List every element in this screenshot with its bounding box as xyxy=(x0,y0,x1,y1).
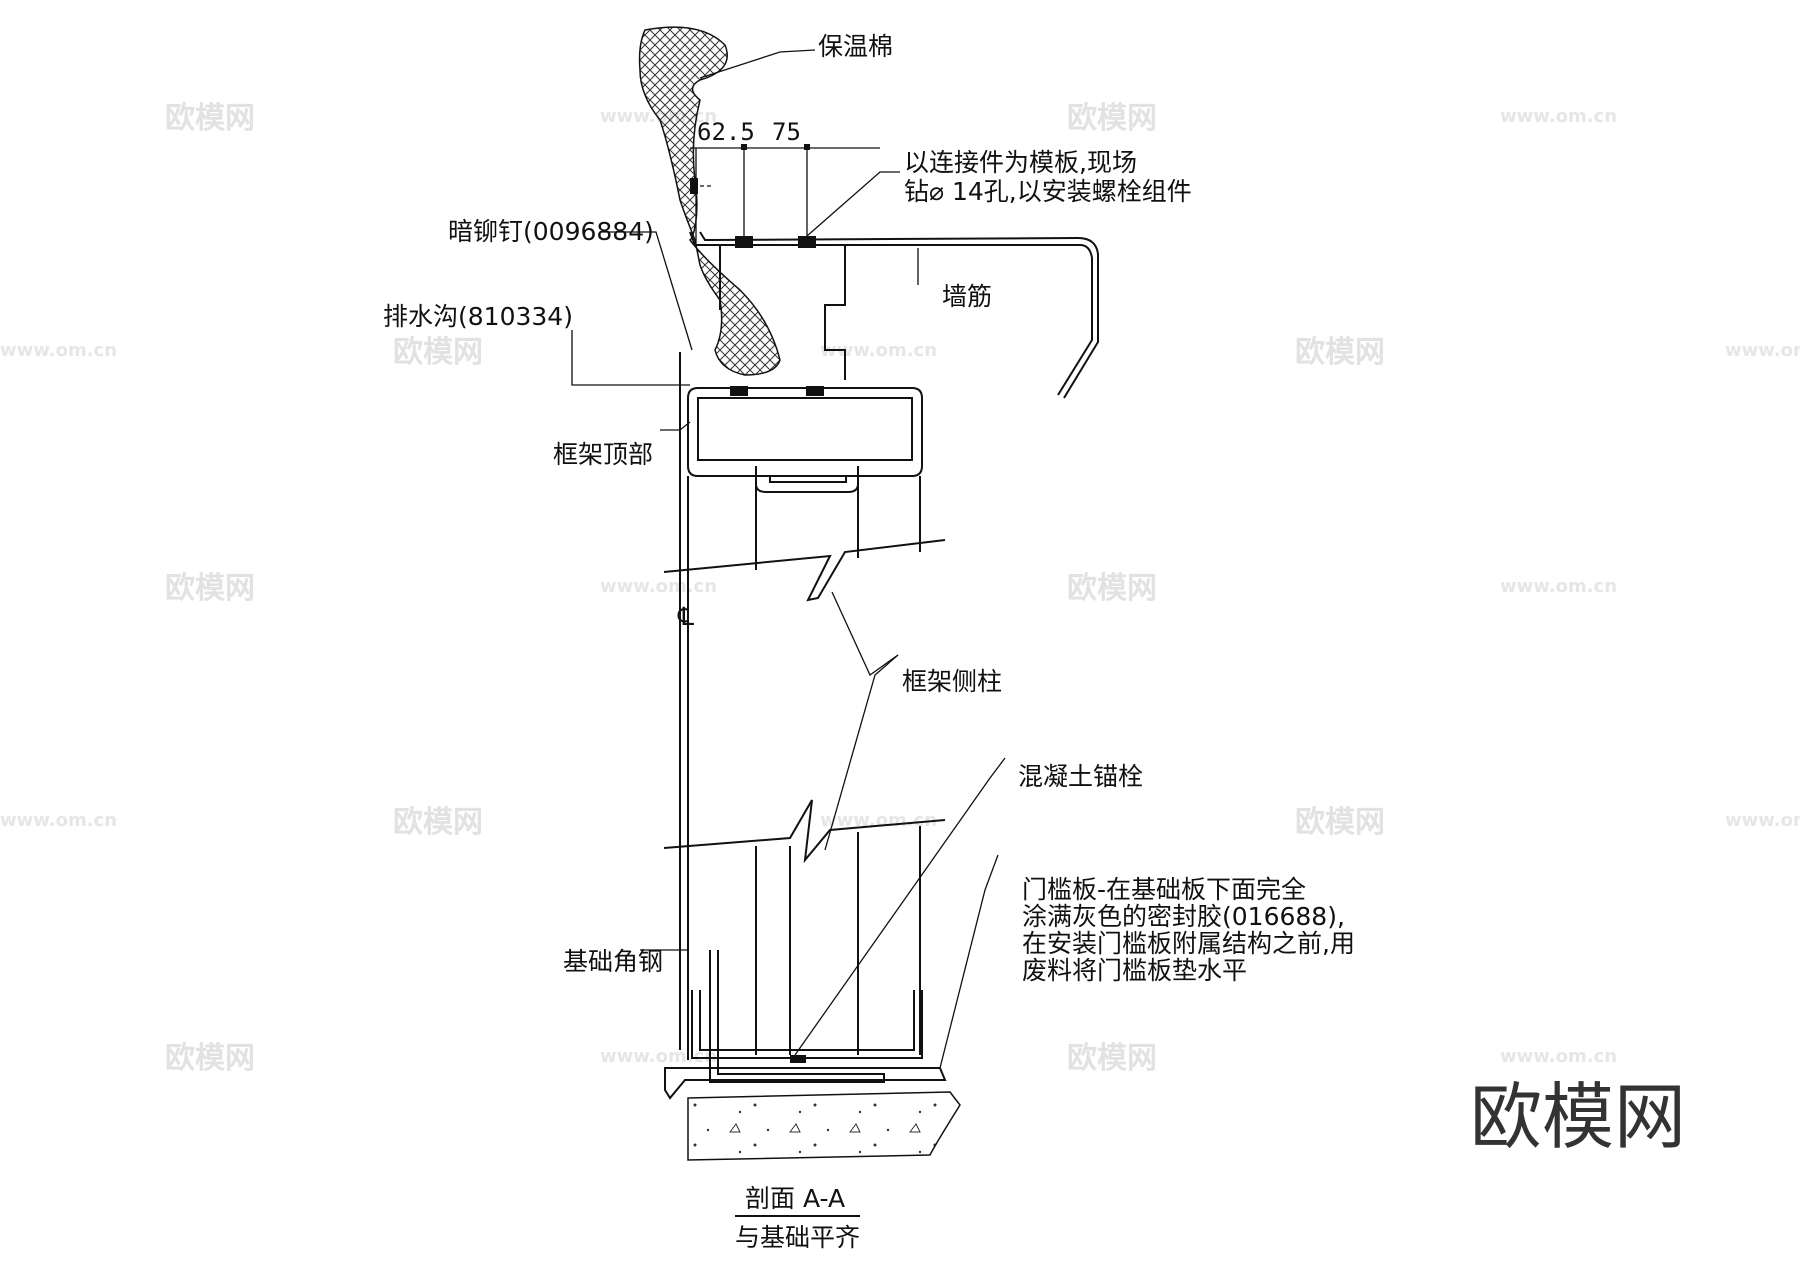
label-sill-note-3: 在安装门槛板附属结构之前,用 xyxy=(1022,929,1355,958)
watermark-brand: 欧模网 xyxy=(1295,805,1385,840)
bolt xyxy=(730,386,748,396)
concrete-anchor-bolt xyxy=(790,1055,806,1063)
watermark-brand: 欧模网 xyxy=(393,335,483,370)
insulation-hatch xyxy=(638,26,781,376)
frame-side-post xyxy=(663,352,946,1060)
section-subtitle: 与基础平齐 xyxy=(735,1223,860,1252)
watermark-site: www.om.cn xyxy=(820,810,937,831)
watermark-site: www.om.cn xyxy=(0,340,117,361)
watermark-big-logo: 欧模网 xyxy=(1470,1075,1686,1159)
label-foundation-angle: 基础角钢 xyxy=(563,947,663,976)
foundation-angle xyxy=(691,950,923,1083)
label-sill-note-4: 废料将门槛板垫水平 xyxy=(1022,956,1247,985)
label-insulation: 保温棉 xyxy=(818,32,893,61)
label-sill-note-2: 涂满灰色的密封胶(016688), xyxy=(1022,902,1345,931)
watermark-brand: 欧模网 xyxy=(165,1041,255,1076)
wall-rib xyxy=(689,231,1099,399)
watermark-site: www.om.cn xyxy=(820,340,937,361)
watermark-site: www.om.cn xyxy=(1500,576,1617,597)
watermark-brand: 欧模网 xyxy=(165,571,255,606)
section-title: 剖面 A-A xyxy=(745,1184,845,1213)
watermark-brand: 欧模网 xyxy=(1067,101,1157,136)
watermark-brand: 欧模网 xyxy=(1067,1041,1157,1076)
watermark-site: www.om.cn xyxy=(1725,810,1800,831)
label-concrete-anchor: 混凝土锚栓 xyxy=(1018,762,1143,791)
watermark-brand: 欧模网 xyxy=(1067,571,1157,606)
watermark-brand: 欧模网 xyxy=(1295,335,1385,370)
bolt xyxy=(806,386,824,396)
watermark-site: www.om.cn xyxy=(0,810,117,831)
watermark-site: www.om.cn xyxy=(1500,1046,1617,1067)
label-frame-side-post: 框架侧柱 xyxy=(902,667,1002,696)
dimension-62-5: 62.5 xyxy=(697,118,755,146)
bolt xyxy=(798,236,816,248)
watermark-site: www.om.cn xyxy=(1500,106,1617,127)
watermark-site: www.om.cn xyxy=(1725,340,1800,361)
frame-top xyxy=(687,387,923,493)
dimension-lines xyxy=(690,144,880,245)
label-template-note-1: 以连接件为模板,现场 xyxy=(904,148,1137,177)
watermarks: 欧模网 www.om.cn 欧模网 www.om.cn www.om.cn 欧模… xyxy=(0,101,1800,1159)
label-wall-rib: 墙筋 xyxy=(942,282,992,311)
blind-rivet-mark xyxy=(690,178,698,194)
label-sill-note-1: 门槛板-在基础板下面完全 xyxy=(1022,875,1306,904)
label-blind-rivet: 暗铆钉(0096884) xyxy=(448,217,654,246)
bolt xyxy=(735,236,753,248)
label-drain-channel: 排水沟(810334) xyxy=(383,302,573,331)
label-frame-top: 框架顶部 xyxy=(553,440,653,469)
leader-lines xyxy=(571,49,1006,1069)
label-template-note-2: 钻⌀ 14孔,以安装螺栓组件 xyxy=(904,177,1192,206)
dimension-75: 75 xyxy=(772,118,801,146)
watermark-brand: 欧模网 xyxy=(165,101,255,136)
watermark-brand: 欧模网 xyxy=(393,805,483,840)
watermark-site: www.om.cn xyxy=(600,576,717,597)
sill-and-slab xyxy=(664,1067,961,1161)
centerline-symbol: ℄ xyxy=(677,602,694,631)
